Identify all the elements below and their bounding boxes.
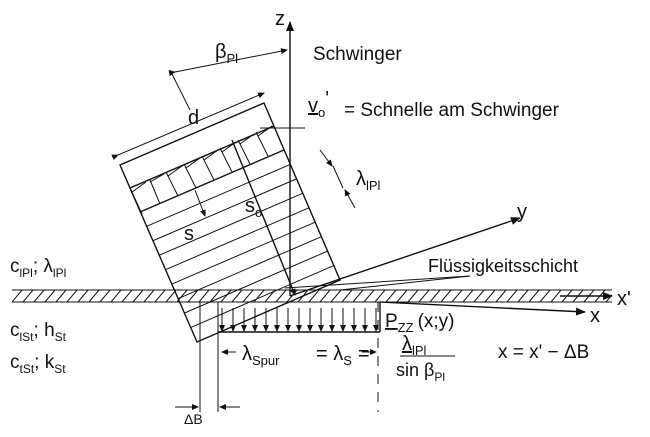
hatch-stroke bbox=[220, 290, 232, 302]
s0-arrow bbox=[231, 139, 296, 296]
hatch-stroke bbox=[77, 290, 89, 302]
z-axis-label: z bbox=[275, 8, 285, 30]
hatch-stroke bbox=[275, 290, 287, 302]
hatch-stroke bbox=[330, 290, 342, 302]
hatch-stroke bbox=[132, 290, 144, 302]
wave-front-line bbox=[158, 192, 303, 256]
hatch-stroke bbox=[418, 290, 430, 302]
d-dimension bbox=[111, 92, 265, 161]
hatch-stroke bbox=[440, 290, 452, 302]
ctst-kst-label: ctSt; kSt bbox=[10, 352, 66, 376]
hatch-stroke bbox=[253, 290, 265, 302]
hatch-stroke bbox=[495, 290, 507, 302]
s0-label: so bbox=[245, 195, 262, 220]
s-arrow bbox=[194, 189, 206, 217]
beta-dimension bbox=[168, 48, 288, 77]
hatch-stroke bbox=[451, 290, 463, 302]
fluid-layer-label: Flüssigkeitsschicht bbox=[428, 256, 578, 276]
s-label: s bbox=[184, 223, 194, 245]
wave-front-line bbox=[146, 163, 291, 227]
pressure-distribution bbox=[218, 302, 381, 333]
fraction-numerator: λlPl bbox=[402, 333, 427, 358]
wave-front-line bbox=[190, 265, 334, 329]
hatch-stroke bbox=[539, 290, 551, 302]
hatch-stroke bbox=[121, 290, 133, 302]
d-label: d bbox=[188, 107, 199, 129]
hatch-stroke bbox=[473, 290, 485, 302]
c1st-hst-label: clSt; hSt bbox=[10, 320, 67, 344]
beta-label: βPl bbox=[215, 41, 238, 66]
hatch-stroke bbox=[528, 290, 540, 302]
hatch-stroke bbox=[352, 290, 364, 302]
v0-label: vo' bbox=[308, 88, 329, 120]
y-axis bbox=[289, 217, 521, 297]
hatch-stroke bbox=[319, 290, 331, 302]
hatch-stroke bbox=[12, 290, 23, 302]
transducer-plate bbox=[119, 102, 341, 343]
hatch-stroke bbox=[33, 290, 45, 302]
hatch-stroke bbox=[308, 290, 320, 302]
hatch-stroke bbox=[143, 290, 155, 302]
hatch-stroke bbox=[209, 290, 221, 302]
x-axis-label: x bbox=[590, 305, 600, 327]
fluid-layer bbox=[12, 289, 612, 303]
c1pl-lambda1pl-label: clPl; λlPl bbox=[10, 256, 66, 280]
schwinger-label: Schwinger bbox=[313, 44, 402, 65]
hatch-stroke bbox=[506, 290, 518, 302]
hatch-stroke bbox=[165, 290, 177, 302]
hatch-stroke bbox=[231, 290, 243, 302]
hatch-stroke bbox=[550, 290, 562, 302]
lambda-pl-label: λlPl bbox=[356, 168, 381, 193]
schnelle-label: = Schnelle am Schwinger bbox=[344, 100, 560, 121]
hatch-stroke bbox=[407, 290, 419, 302]
hatch-stroke bbox=[484, 290, 496, 302]
fluid-leader bbox=[284, 275, 471, 289]
fraction-denominator: sin βPl bbox=[396, 360, 445, 384]
wave-front-line bbox=[184, 250, 328, 314]
hatch-stroke bbox=[110, 290, 122, 302]
hatch-stroke bbox=[22, 290, 34, 302]
wave-front-line bbox=[165, 207, 310, 271]
hatch-stroke bbox=[154, 290, 166, 302]
hatch-stroke bbox=[55, 290, 67, 302]
hatch-stroke bbox=[429, 290, 441, 302]
hatch-stroke bbox=[462, 290, 474, 302]
hatch-stroke bbox=[363, 290, 375, 302]
hatch-stroke bbox=[66, 290, 78, 302]
hatch-stroke bbox=[198, 290, 210, 302]
hatch-stroke bbox=[88, 290, 100, 302]
hatch-stroke bbox=[242, 290, 254, 302]
x-prime-axis-label: x' bbox=[617, 288, 631, 310]
hatch-stroke bbox=[396, 290, 408, 302]
lambda-s-label: = λS= bbox=[316, 343, 370, 368]
fluid-leader-2 bbox=[339, 275, 471, 291]
wave-front-line bbox=[171, 221, 316, 285]
x-axis bbox=[379, 301, 586, 316]
pzz-label: PZZ(x;y) bbox=[385, 311, 455, 335]
wave-front-line bbox=[152, 178, 297, 242]
y-axis-label: y bbox=[517, 201, 527, 223]
hatch-stroke bbox=[374, 290, 386, 302]
hatch-stroke bbox=[44, 290, 56, 302]
delta-b-label: ΔB bbox=[184, 411, 203, 427]
hatch-stroke bbox=[385, 290, 397, 302]
hatch-stroke bbox=[99, 290, 111, 302]
lambda-spur-label: λSpur bbox=[242, 343, 280, 368]
hatch-stroke bbox=[517, 290, 529, 302]
lambda-pl-dimension bbox=[332, 165, 344, 189]
x-transform-equation: x = x' − ΔB bbox=[498, 342, 589, 363]
wave-front-line bbox=[177, 236, 322, 300]
hatch-stroke bbox=[341, 290, 353, 302]
hatch-stroke bbox=[187, 290, 199, 302]
